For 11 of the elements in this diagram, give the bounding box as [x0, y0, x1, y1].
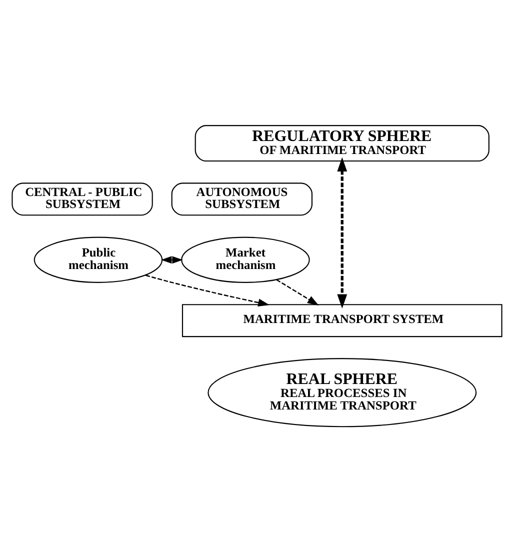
node-box: REGULATORY SPHERE OF MARITIME TRANSPORT: [194, 124, 490, 162]
node-box: AUTONOMOUS SUBSYSTEM: [171, 182, 313, 216]
arrow: [337, 156, 348, 308]
arrow: [145, 274, 270, 306]
node-ellipse: REAL SPHERE REAL PROCESSES IN MARITIME TRANSPORT: [208, 358, 477, 427]
node-ellipse: Market mechanism: [181, 236, 310, 282]
arrow: [276, 278, 319, 305]
node-ellipse: Public mechanism: [34, 236, 163, 282]
arrow: [161, 256, 183, 264]
node-box: CENTRAL - PUBLIC SUBSYSTEM: [12, 182, 153, 216]
node-box: MARITIME TRANSPORT SYSTEM: [182, 304, 502, 337]
